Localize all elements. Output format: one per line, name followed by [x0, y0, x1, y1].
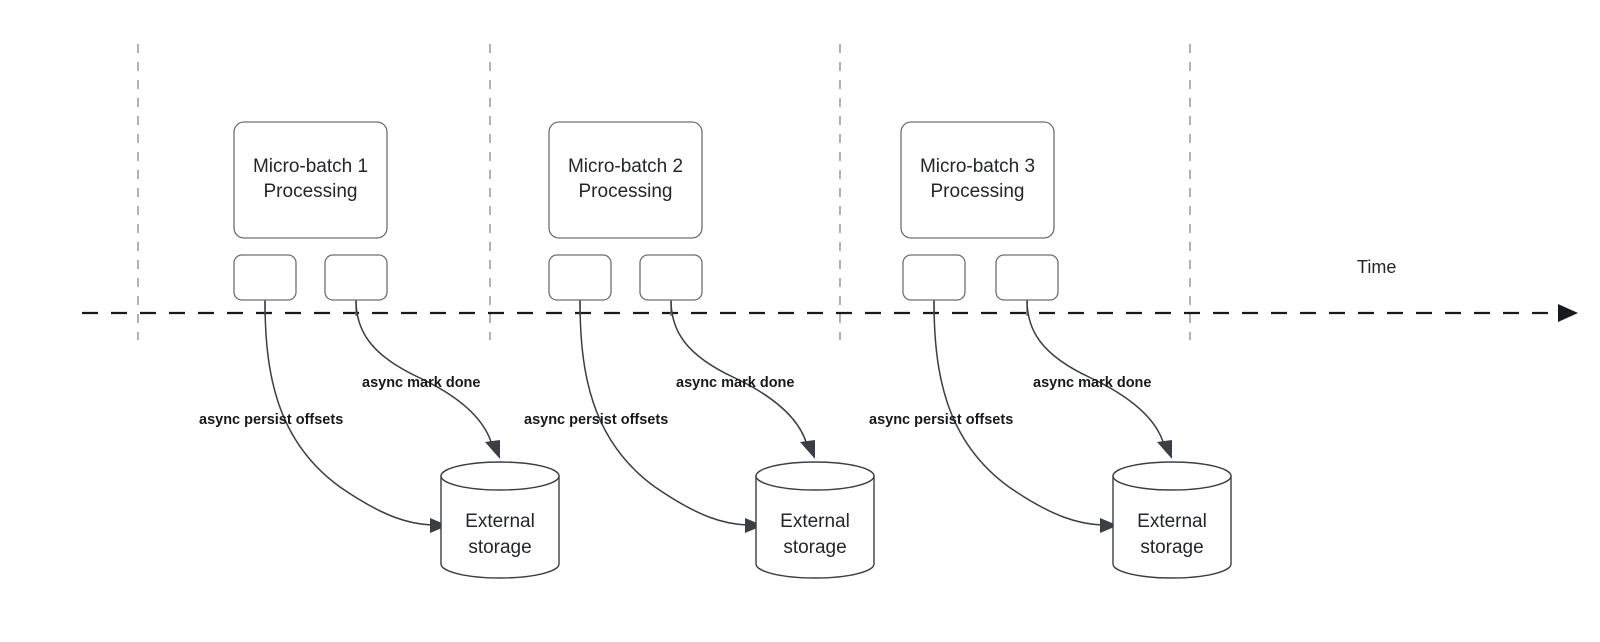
persist-offsets-arrow-icon-2 — [745, 518, 763, 533]
mark-done-label-3: async mark done — [1033, 375, 1151, 391]
task-box-3b[interactable] — [995, 254, 1059, 301]
external-storage-1-top — [440, 461, 560, 491]
external-storage-3[interactable]: External storage — [1112, 461, 1232, 579]
external-storage-1[interactable]: External storage — [440, 461, 560, 579]
persist-offsets-arrow-icon-1 — [430, 518, 448, 533]
external-storage-3-body — [1112, 475, 1232, 579]
divider-lines — [137, 44, 1191, 340]
mark-done-path-3 — [1026, 299, 1165, 446]
mark-done-path-2 — [670, 299, 808, 446]
persist-offsets-label-3: async persist offsets — [869, 412, 1013, 428]
persist-offsets-label-1: async persist offsets — [199, 412, 343, 428]
external-storage-2[interactable]: External storage — [755, 461, 875, 579]
microbatch-box-1-label-line2: Processing — [264, 181, 358, 202]
task-box-2b[interactable] — [639, 254, 703, 301]
persist-offsets-path-2 — [579, 299, 748, 526]
external-storage-1-label-line2: storage — [468, 537, 531, 558]
mark-done-path-1 — [355, 299, 493, 446]
persist-offsets-path-1 — [264, 299, 433, 526]
mark-done-arrow-icon-2 — [800, 440, 815, 459]
external-storage-1-body — [440, 475, 560, 579]
task-box-1a[interactable] — [233, 254, 297, 301]
time-axis-arrow-icon — [1558, 304, 1578, 322]
microbatch-box-1[interactable] — [233, 121, 388, 239]
time-axis — [82, 304, 1578, 322]
mark-done-label-2: async mark done — [676, 375, 794, 391]
time-axis-label: Time — [1357, 257, 1396, 277]
microbatch-box-3[interactable] — [900, 121, 1055, 239]
task-box-2a[interactable] — [548, 254, 612, 301]
microbatch-box-2-label-line2: Processing — [579, 181, 673, 202]
external-storage-2-label-line1: External — [780, 511, 850, 532]
microbatch-box-3-label-line2: Processing — [931, 181, 1025, 202]
mark-done-arrow-icon-1 — [485, 440, 500, 459]
external-storage-2-label-line2: storage — [783, 537, 846, 558]
mark-done-label-1: async mark done — [362, 375, 480, 391]
task-box-3a[interactable] — [902, 254, 966, 301]
persist-offsets-arrow-icon-3 — [1100, 518, 1118, 533]
mark-done-arrow-icon-3 — [1157, 440, 1172, 459]
group-3: Micro-batch 3 Processing async persist o… — [869, 121, 1232, 579]
external-storage-2-top — [755, 461, 875, 491]
persist-offsets-label-2: async persist offsets — [524, 412, 668, 428]
group-2: Micro-batch 2 Processing async persist o… — [524, 121, 875, 579]
external-storage-1-label-line1: External — [465, 511, 535, 532]
microbatch-box-3-label-line1: Micro-batch 3 — [920, 156, 1035, 177]
external-storage-3-label-line2: storage — [1140, 537, 1203, 558]
external-storage-2-body — [755, 475, 875, 579]
persist-offsets-path-3 — [933, 299, 1103, 526]
external-storage-3-label-line1: External — [1137, 511, 1207, 532]
task-box-1b[interactable] — [324, 254, 388, 301]
external-storage-3-top — [1112, 461, 1232, 491]
microbatch-box-1-label-line1: Micro-batch 1 — [253, 156, 368, 177]
microbatch-box-2-label-line1: Micro-batch 2 — [568, 156, 683, 177]
microbatch-box-2[interactable] — [548, 121, 703, 239]
group-1: Micro-batch 1 Processing async persist o… — [199, 121, 560, 579]
